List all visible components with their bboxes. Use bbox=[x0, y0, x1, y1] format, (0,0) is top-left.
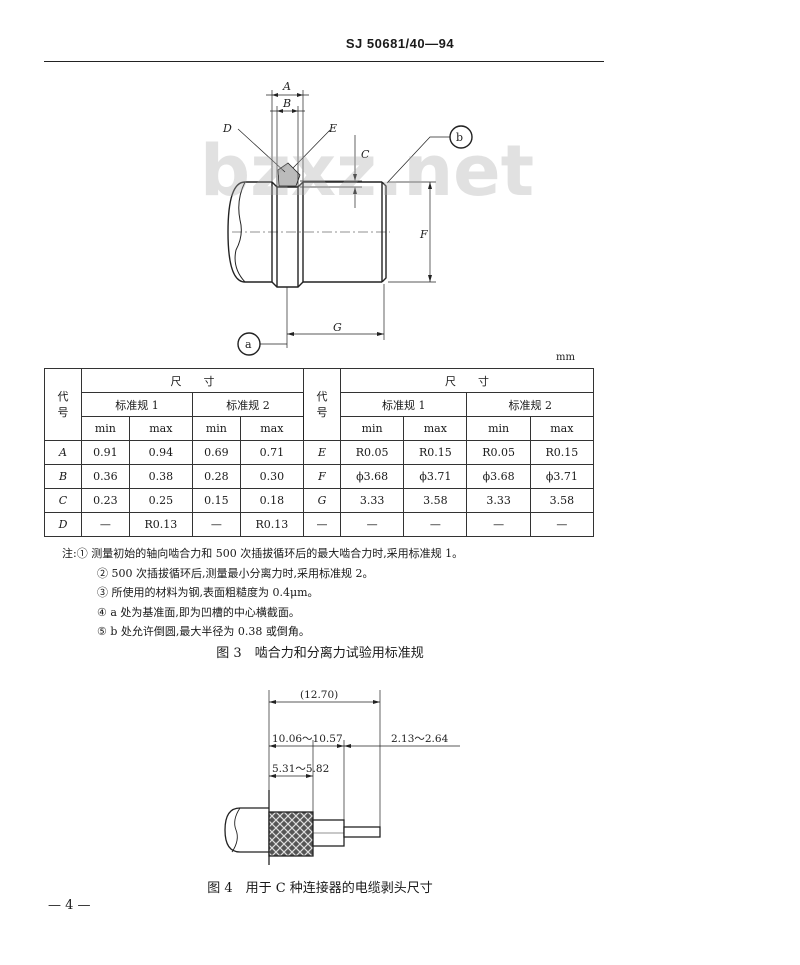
table-row: A 0.91 0.94 0.69 0.71 E R0.05 R0.15 R0.0… bbox=[44, 440, 595, 465]
table-cell: R0.05 bbox=[466, 440, 531, 465]
dimension-table: 代 号 尺 寸 代 号 尺 寸 标准规 1 标准规 2 标准规 1 标准规 2 … bbox=[44, 368, 595, 537]
label-D: D bbox=[222, 122, 232, 135]
standard-code: SJ 50681/40—94 bbox=[345, 36, 455, 51]
table-cell: 3.58 bbox=[529, 488, 595, 513]
row-code: C bbox=[44, 488, 82, 513]
table-cell: 0.36 bbox=[81, 464, 130, 489]
label-A: A bbox=[282, 80, 291, 93]
table-cell: 0.69 bbox=[191, 440, 241, 465]
dim-inner: 5.31～5.82 bbox=[272, 763, 329, 775]
note-3: ③ 所使用的材料为钢,表面粗糙度为 0.4μm。 bbox=[97, 586, 319, 599]
row-code: E bbox=[302, 440, 341, 465]
table-cell: 0.94 bbox=[128, 440, 193, 465]
table-cell: — bbox=[191, 512, 241, 537]
figure3-drawing: A B D E C F G b a bbox=[222, 80, 473, 356]
table-row: C 0.23 0.25 0.15 0.18 G 3.33 3.58 3.33 3… bbox=[44, 488, 595, 513]
label-E: E bbox=[328, 122, 337, 135]
header-rule bbox=[44, 61, 604, 62]
row-code: G bbox=[302, 488, 341, 513]
gauge2-header-left: 标准规 2 bbox=[191, 392, 304, 417]
note-5: ⑤ b 处允许倒圆,最大半径为 0.38 或倒角。 bbox=[97, 625, 310, 638]
code-header-left: 代 号 bbox=[44, 368, 82, 441]
figure4-caption: 图 4 用于 C 种连接器的电缆剥头尺寸 bbox=[207, 881, 433, 896]
table-cell: — bbox=[403, 512, 468, 537]
table-cell: — bbox=[466, 512, 531, 537]
gauge1-header-left: 标准规 1 bbox=[81, 392, 193, 417]
table-cell: R0.15 bbox=[403, 440, 468, 465]
table-cell: 0.28 bbox=[191, 464, 241, 489]
label-F: F bbox=[419, 228, 428, 241]
notes: 注:① 测量初始的轴向啮合力和 500 次插拔循环后的最大啮合力时,采用标准规 … bbox=[62, 544, 463, 642]
table-cell: — bbox=[339, 512, 405, 537]
table-cell: R0.13 bbox=[128, 512, 193, 537]
note-4: ④ a 处为基准面,即为凹槽的中心横截面。 bbox=[97, 605, 300, 619]
dim-right: 2.13～2.64 bbox=[391, 733, 449, 745]
table-cell: 0.23 bbox=[81, 488, 130, 513]
table-cell: 0.30 bbox=[239, 464, 304, 489]
table-cell: 3.33 bbox=[339, 488, 405, 513]
dim-total: (12.70) bbox=[300, 689, 338, 701]
table-cell: ϕ3.68 bbox=[466, 464, 531, 489]
figure3-caption: 图 3 啮合力和分离力试验用标准规 bbox=[216, 646, 424, 661]
table-cell: ϕ3.71 bbox=[403, 464, 468, 489]
row-code: F bbox=[302, 464, 341, 489]
table-cell: ϕ3.71 bbox=[529, 464, 595, 489]
watermark: bzxz.net bbox=[200, 130, 535, 212]
unit-label: mm bbox=[556, 352, 575, 363]
row-code: A bbox=[44, 440, 82, 465]
row-code: D bbox=[44, 512, 82, 537]
table-cell: 3.33 bbox=[466, 488, 531, 513]
note-1: 注:① 测量初始的轴向啮合力和 500 次插拔循环后的最大啮合力时,采用标准规 … bbox=[62, 547, 464, 560]
size-header-left: 尺 寸 bbox=[81, 368, 304, 393]
label-B: B bbox=[282, 97, 291, 110]
table-cell: 0.25 bbox=[128, 488, 193, 513]
dim-middle: 10.06～10.57 bbox=[272, 733, 343, 745]
label-a: a bbox=[245, 338, 252, 351]
label-C: C bbox=[361, 148, 370, 161]
table-cell: 0.91 bbox=[81, 440, 130, 465]
note-2: ② 500 次插拔循环后,测量最小分离力时,采用标准规 2。 bbox=[97, 566, 374, 580]
table-cell: R0.13 bbox=[239, 512, 304, 537]
table-cell: 3.58 bbox=[403, 488, 468, 513]
row-code: — bbox=[302, 512, 341, 537]
row-code: B bbox=[44, 464, 82, 489]
col-max: max bbox=[403, 416, 468, 441]
col-max: max bbox=[529, 416, 595, 441]
col-min: min bbox=[466, 416, 531, 441]
table-cell: 0.38 bbox=[128, 464, 193, 489]
gauge2-header-right: 标准规 2 bbox=[466, 392, 594, 417]
size-header-right: 尺 寸 bbox=[339, 368, 595, 393]
table-cell: ϕ3.68 bbox=[339, 464, 405, 489]
label-G: G bbox=[333, 321, 342, 334]
table-cell: R0.05 bbox=[339, 440, 405, 465]
col-min: min bbox=[81, 416, 130, 441]
table-row: B 0.36 0.38 0.28 0.30 F ϕ3.68 ϕ3.71 ϕ3.6… bbox=[44, 464, 595, 489]
table-cell: 0.71 bbox=[239, 440, 304, 465]
col-max: max bbox=[239, 416, 304, 441]
table-cell: R0.15 bbox=[529, 440, 595, 465]
table-cell: — bbox=[81, 512, 130, 537]
figure4-drawing: (12.70) 10.06～10.57 2.13～2.64 5.31～5.82 bbox=[224, 689, 460, 865]
code-header-right: 代 号 bbox=[302, 368, 341, 441]
table-row: D — R0.13 — R0.13 — — — — — bbox=[44, 512, 595, 537]
table-cell: 0.18 bbox=[239, 488, 304, 513]
label-b: b bbox=[456, 131, 463, 144]
col-min: min bbox=[339, 416, 405, 441]
page-number: — 4 — bbox=[48, 898, 91, 913]
col-min: min bbox=[191, 416, 241, 441]
col-max: max bbox=[128, 416, 193, 441]
gauge1-header-right: 标准规 1 bbox=[339, 392, 468, 417]
table-cell: — bbox=[529, 512, 595, 537]
table-cell: 0.15 bbox=[191, 488, 241, 513]
